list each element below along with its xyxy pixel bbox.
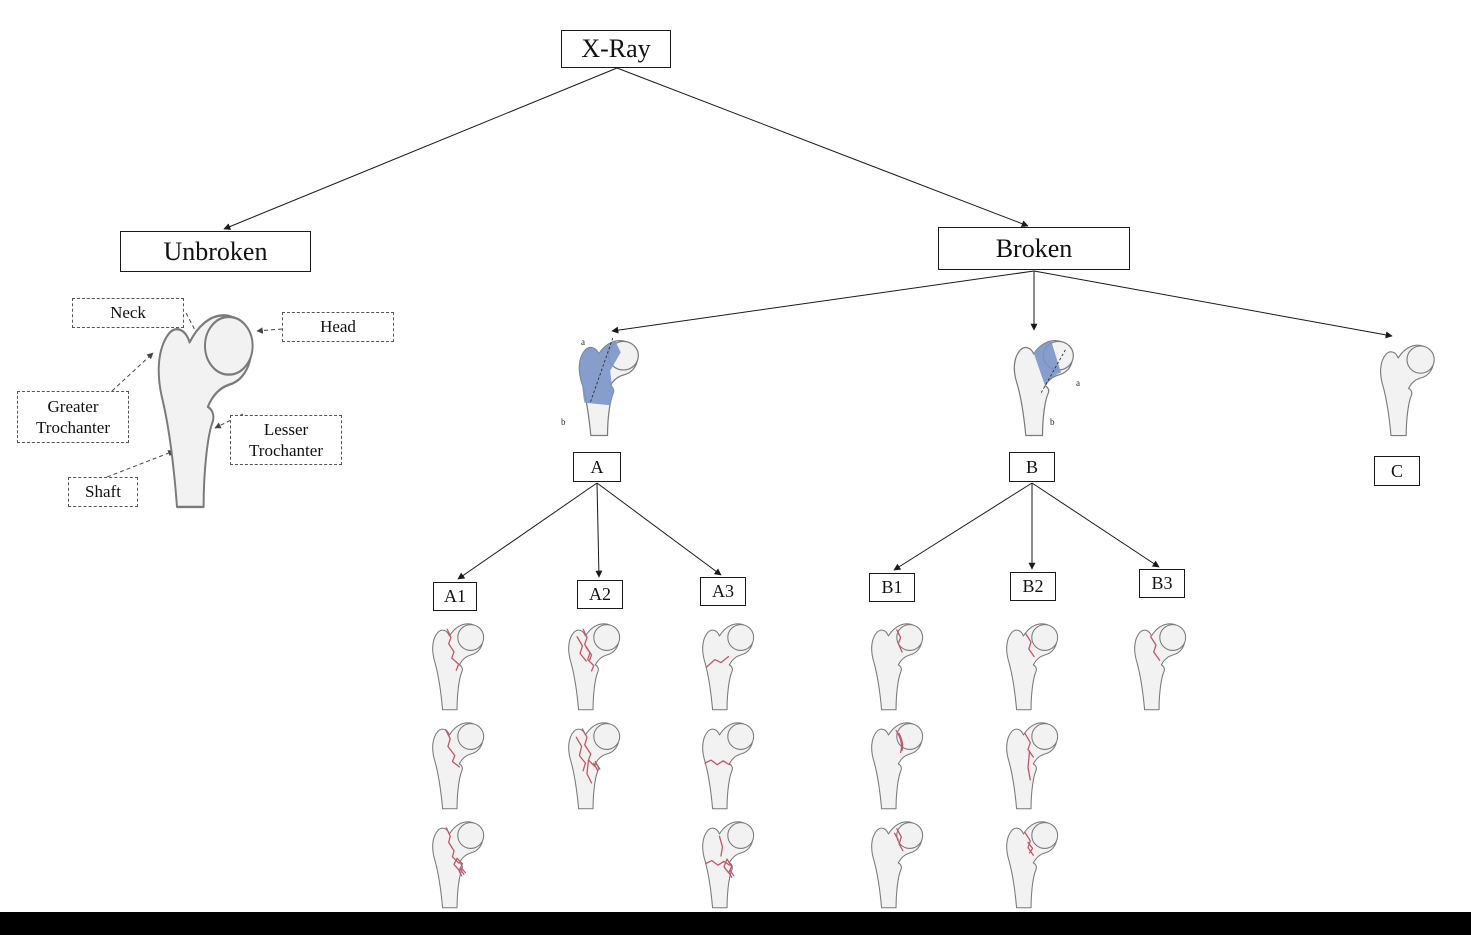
node-subtype-a2: A2 [577,580,623,609]
fracture-image-B2-2 [1006,722,1059,810]
fracture-image-B1-3 [871,821,924,909]
bottom-black-bar [0,912,1471,935]
fracture-image-A3-1 [702,623,755,711]
tree-edges [223,67,1393,580]
type-b-annotation-b: b [1050,417,1055,427]
fracture-image-A2-2 [568,722,621,810]
subtype-column-A1 [415,617,493,910]
type-c-femur-illustration [1379,344,1435,437]
fracture-image-A1-3 [432,821,485,909]
fracture-image-B2-3 [1006,821,1059,909]
node-subtype-b3: B3 [1139,569,1185,598]
type-a-femur-illustration [578,337,639,437]
node-type-a: A [573,452,621,482]
node-subtype-a1: A1 [433,582,477,611]
label-shaft: Shaft [68,477,138,507]
node-unbroken: Unbroken [120,231,311,272]
type-a-femur-figure [560,333,648,438]
fracture-image-A3-3 [702,821,755,909]
fracture-image-B3-1 [1134,623,1187,711]
anatomy-femur-figure [128,300,268,512]
type-b-femur-figure [995,333,1083,438]
subtype-column-B1 [854,617,932,910]
subtype-column-B2 [989,617,1067,910]
fracture-image-A1-1 [432,623,485,711]
fracture-image-A2-1 [568,623,621,711]
type-a-annotation-b: b [561,417,566,427]
subtype-column-A3 [685,617,763,910]
type-c-femur-figure [1363,338,1443,438]
unbroken-femur-illustration [157,314,254,509]
node-subtype-b2: B2 [1010,572,1056,601]
subtype-column-A2 [551,617,629,811]
node-xray: X-Ray [561,30,671,68]
type-a-annotation-a: a [581,337,585,347]
node-subtype-b1: B1 [869,573,915,602]
type-b-femur-illustration [1013,339,1074,437]
type-b-annotation-a: a [1076,378,1080,388]
fracture-image-B1-2 [871,722,924,810]
fracture-image-A3-2 [702,722,755,810]
node-broken: Broken [938,227,1130,270]
label-head: Head [282,312,394,342]
fracture-image-B1-1 [871,623,924,711]
fracture-image-B2-1 [1006,623,1059,711]
subtype-column-B3 [1117,617,1195,712]
label-neck: Neck [72,298,184,328]
node-subtype-a3: A3 [700,577,746,606]
label-lesser-trochanter: Lesser Trochanter [230,415,342,465]
node-type-c: C [1374,456,1420,486]
fracture-image-A1-2 [432,722,485,810]
label-greater-trochanter: Greater Trochanter [17,391,129,443]
node-type-b: B [1009,452,1055,482]
